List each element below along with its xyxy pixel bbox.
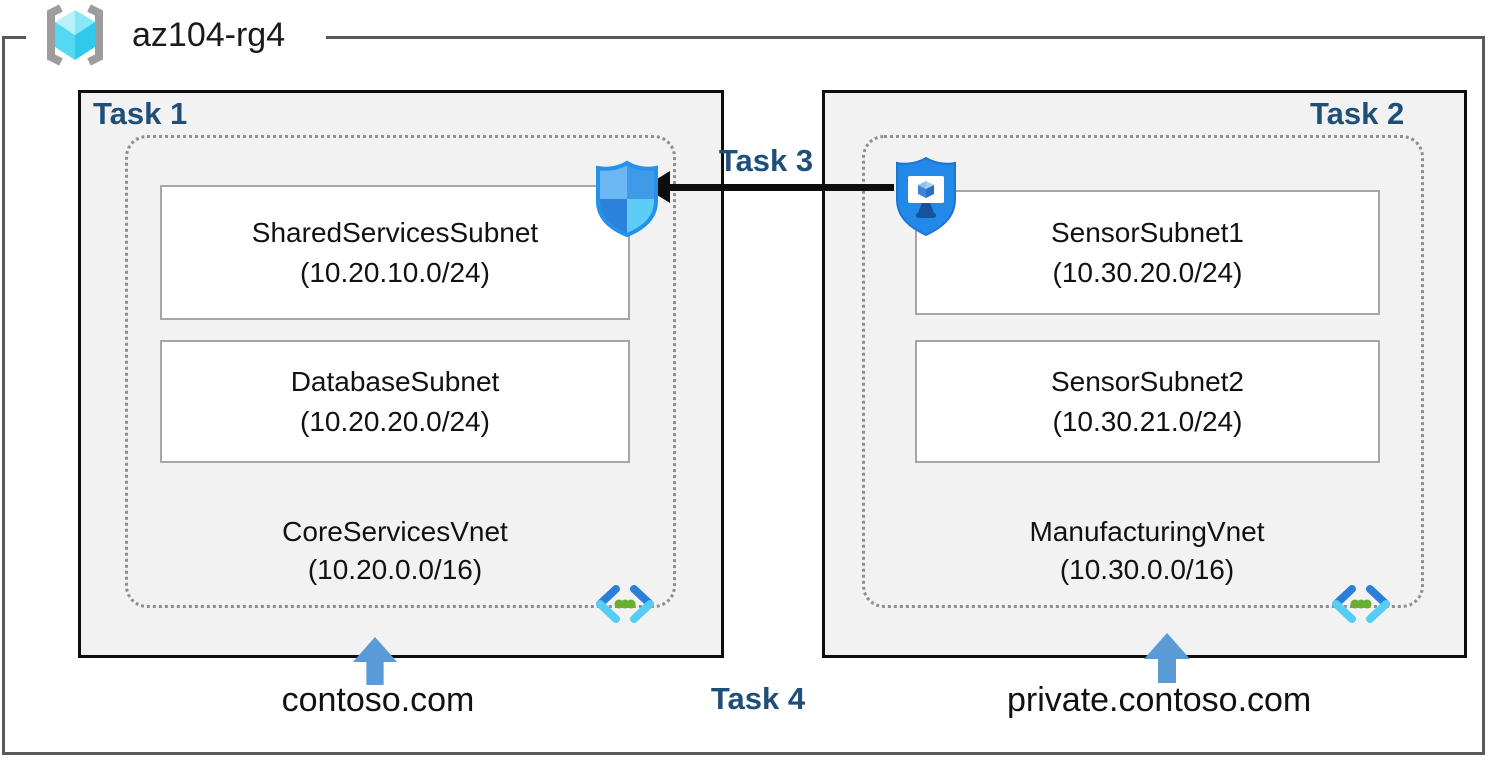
manufacturing-vnet-label: ManufacturingVnet (10.30.0.0/16) bbox=[947, 513, 1347, 589]
up-arrow-icon bbox=[1144, 633, 1190, 683]
manufacturing-vnet-boundary bbox=[862, 135, 1424, 608]
task4-label: Task 4 bbox=[710, 681, 806, 716]
vnet-name: ManufacturingVnet bbox=[1029, 516, 1265, 547]
task3-arrow-line bbox=[666, 184, 894, 191]
network-security-group-icon bbox=[596, 160, 658, 238]
subnet-cidr: (10.30.21.0/24) bbox=[1052, 405, 1243, 437]
subnet-box-sensor1: SensorSubnet1 (10.30.20.0/24) bbox=[915, 190, 1380, 315]
bastion-icon bbox=[896, 156, 956, 237]
resource-group-header: az104-rg4 bbox=[26, 2, 326, 68]
subnet-name: DatabaseSubnet bbox=[290, 365, 500, 397]
subnet-name: SensorSubnet1 bbox=[1050, 216, 1245, 248]
dns-zone-label-contoso: contoso.com bbox=[281, 681, 475, 719]
task2-label: Task 2 bbox=[1310, 96, 1405, 131]
core-services-vnet-label: CoreServicesVnet (10.20.0.0/16) bbox=[195, 513, 595, 589]
virtual-network-icon bbox=[1332, 585, 1390, 623]
resource-group-icon bbox=[47, 4, 103, 66]
up-arrow-icon bbox=[352, 637, 398, 685]
subnet-cidr: (10.20.10.0/24) bbox=[300, 256, 490, 288]
resource-group-title: az104-rg4 bbox=[132, 15, 286, 54]
vnet-cidr: (10.20.0.0/16) bbox=[307, 554, 483, 585]
vnet-cidr: (10.30.0.0/16) bbox=[1059, 554, 1235, 585]
subnet-cidr: (10.20.20.0/24) bbox=[300, 405, 490, 437]
core-services-vnet-boundary bbox=[125, 135, 676, 608]
subnet-box-shared-services: SharedServicesSubnet (10.20.10.0/24) bbox=[160, 185, 630, 320]
virtual-network-icon bbox=[596, 585, 654, 623]
vnet-name: CoreServicesVnet bbox=[282, 516, 508, 547]
subnet-name: SharedServicesSubnet bbox=[251, 216, 539, 248]
subnet-box-sensor2: SensorSubnet2 (10.30.21.0/24) bbox=[915, 340, 1380, 463]
subnet-name: SensorSubnet2 bbox=[1050, 365, 1245, 397]
task1-label: Task 1 bbox=[93, 96, 188, 131]
resource-group-frame bbox=[2, 36, 1485, 755]
subnet-cidr: (10.30.20.0/24) bbox=[1052, 256, 1243, 288]
task3-label: Task 3 bbox=[718, 143, 814, 178]
dns-zone-label-private-contoso: private.contoso.com bbox=[1007, 681, 1312, 719]
subnet-box-database: DatabaseSubnet (10.20.20.0/24) bbox=[160, 340, 630, 463]
